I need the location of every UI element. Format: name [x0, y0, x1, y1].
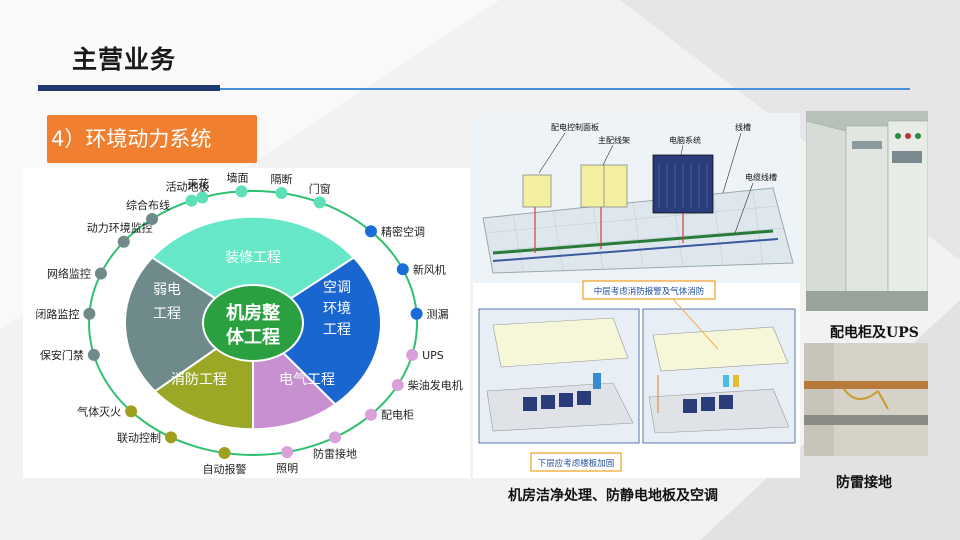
- ring-dot-1: [235, 185, 248, 198]
- wheel-center: [202, 284, 304, 362]
- label-cable-duct: 线槽: [735, 122, 751, 132]
- ring-dot-9: [364, 408, 377, 421]
- cabinet-photo: [805, 111, 929, 312]
- segment-label-decoration: 装修工程: [225, 250, 281, 266]
- ring-label-4: 精密空调: [381, 224, 425, 238]
- ring-label-14: 气体灭火: [77, 404, 121, 418]
- callout-bottom-layer: 下层应考虑楼板加固: [538, 458, 615, 469]
- ring-label-0: 天花: [187, 177, 209, 190]
- ring-dot-2: [275, 187, 288, 200]
- ring-label-13: 联动控制: [117, 430, 161, 444]
- outer-ring: [88, 190, 418, 456]
- ring-label-12: 自动报警: [203, 462, 247, 476]
- segment-label-hvac-2: 工程: [323, 322, 351, 338]
- ring-label-20: 活动地板: [166, 180, 210, 194]
- label-main-distribution: 主配线架: [598, 135, 630, 145]
- title-underline-dark: [38, 85, 220, 91]
- segment-label-hvac-1: 环境: [323, 301, 351, 317]
- cabinet-illustration: [805, 111, 929, 312]
- wheel-center-line-1: 机房整: [226, 302, 280, 324]
- ring-dot-18: [117, 235, 130, 248]
- ring-dot-19: [146, 212, 159, 225]
- label-computer-system: 电脑系统: [669, 135, 701, 145]
- caption-cabinet: 配电柜及UPS: [830, 325, 919, 341]
- label-control-panel: 配电控制面板: [551, 122, 599, 132]
- grounding-photo: [804, 343, 928, 456]
- ring-dot-13: [165, 431, 177, 444]
- ring-label-16: 闭路监控: [35, 307, 79, 321]
- wheel-segment-left: [124, 256, 255, 393]
- ring-label-5: 新风机: [413, 262, 446, 276]
- segment-label-fire: 消防工程: [171, 372, 227, 388]
- segment-label-weak-current-1: 工程: [153, 306, 181, 322]
- ring-dot-16: [83, 307, 96, 320]
- datacenter-illustration: 配电控制面板 主配线架 电脑系统 线槽 电缆线槽 中层考虑消防报警及气体消防 下…: [473, 113, 800, 472]
- ring-label-10: 防雷接地: [313, 446, 357, 460]
- ring-label-6: 测漏: [427, 308, 449, 321]
- wheel-segment-right: [251, 256, 382, 406]
- label-cable-tray: 电缆线槽: [745, 172, 777, 182]
- ring-dot-0: [196, 191, 209, 204]
- ring-label-1: 墙面: [227, 170, 249, 184]
- title-underline-light: [220, 88, 910, 90]
- caption-grounding: 防雷接地: [836, 475, 892, 491]
- segment-label-hvac-0: 空调: [323, 280, 351, 296]
- ring-dot-17: [94, 267, 107, 280]
- segment-label-electrical: 电气工程: [279, 372, 335, 388]
- ring-dot-14: [125, 405, 138, 418]
- ring-dot-10: [329, 431, 341, 444]
- callout-middle-layer: 中层考虑消防报警及气体消防: [594, 286, 705, 297]
- ring-label-9: 配电柜: [381, 409, 414, 422]
- section-tag: 4）环境动力系统: [47, 115, 257, 163]
- grounding-illustration: [804, 343, 928, 456]
- ring-dot-20: [185, 194, 198, 207]
- ring-dot-3: [313, 196, 326, 209]
- ring-dot-4: [364, 225, 377, 238]
- ring-label-19: 综合布线: [126, 198, 170, 212]
- ring-dot-6: [410, 307, 423, 320]
- ring-label-7: UPS: [422, 349, 444, 362]
- ring-dot-5: [396, 263, 409, 276]
- ring-dot-7: [406, 348, 419, 361]
- wheel-center-line-2: 体工程: [226, 326, 280, 348]
- ring-label-11: 照明: [276, 462, 298, 475]
- ring-label-8: 柴油发电机: [408, 378, 463, 392]
- ring-label-15: 保安门禁: [40, 348, 84, 362]
- ring-dot-8: [391, 378, 404, 391]
- segment-label-weak-current-0: 弱电: [153, 282, 181, 298]
- ring-dot-11: [281, 446, 294, 459]
- caption-machine-room: 机房洁净处理、防静电地板及空调: [508, 488, 718, 504]
- datacenter-panel: 配电控制面板 主配线架 电脑系统 线槽 电缆线槽 中层考虑消防报警及气体消防 下…: [473, 113, 800, 478]
- ring-label-2: 隔断: [270, 172, 292, 186]
- ring-label-3: 门窗: [309, 181, 331, 195]
- wheel-segment-top: [150, 215, 356, 325]
- wheel-panel: 机房整体工程装修工程空调环境工程电气工程消防工程弱电工程天花墙面隔断门窗精密空调…: [23, 168, 470, 478]
- ring-label-18: 动力环境监控: [87, 221, 153, 235]
- engineering-wheel-diagram: 机房整体工程装修工程空调环境工程电气工程消防工程弱电工程天花墙面隔断门窗精密空调…: [35, 170, 463, 476]
- page-title: 主营业务: [72, 45, 177, 74]
- ring-label-17: 网络监控: [47, 267, 91, 281]
- ring-dot-15: [87, 348, 100, 361]
- ring-dot-12: [218, 446, 231, 459]
